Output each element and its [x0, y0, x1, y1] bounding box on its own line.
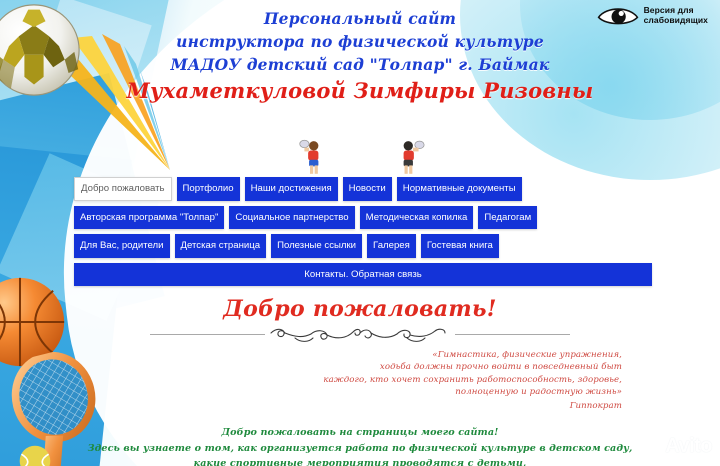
nav-row-2: Авторская программа "Толпар" Социальное …: [74, 205, 652, 230]
quote-line-3: каждого, кто хочет сохранить работоспосо…: [323, 374, 622, 385]
header-instructor-name: Мухаметкуловой Зимфиры Ризовны: [126, 78, 594, 103]
avito-watermark-text: Avito: [665, 435, 712, 457]
player-figure-right-icon: [403, 140, 425, 174]
nav-item-for-parents[interactable]: Для Вас, родители: [74, 234, 170, 258]
greeting-line-2: Здесь вы узнаете о том, как организуется…: [87, 442, 633, 454]
nav-item-childrens-page[interactable]: Детская страница: [174, 234, 267, 258]
main-content: Добро пожаловать! «Ги: [0, 296, 720, 466]
nav-item-useful-links[interactable]: Полезные ссылки: [271, 234, 363, 258]
quote-author: Гиппократ: [569, 400, 622, 411]
quote-line-1: «Гимнастика, физические упражнения,: [432, 350, 622, 360]
greeting-line-3: какие спортивные мероприятия проводятся …: [193, 458, 527, 466]
greeting-text: Добро пожаловать на страницы моего сайта…: [0, 425, 720, 466]
welcome-heading: Добро пожаловать!: [223, 296, 497, 322]
eye-icon: [597, 8, 638, 25]
main-navigation: Добро пожаловать Портфолио Наши достижен…: [74, 177, 652, 291]
avito-logo-icon: [642, 437, 660, 456]
player-figure-left-icon: [299, 139, 319, 174]
nav-item-guestbook[interactable]: Гостевая книга: [420, 234, 499, 258]
nav-item-portfolio[interactable]: Портфолио: [176, 177, 240, 201]
ornament-rule-left: [150, 333, 265, 335]
nav-row-3: Для Вас, родители Детская страница Полез…: [74, 234, 652, 258]
header-line-2: инструктора по физической культуре: [176, 32, 544, 51]
flourish-icon: [270, 328, 446, 342]
site-header: Персональный сайт инструктора по физичес…: [0, 8, 720, 105]
nav-row-4: Контакты. Обратная связь: [74, 262, 652, 287]
nav-item-contacts-feedback[interactable]: Контакты. Обратная связь: [74, 262, 652, 287]
nav-item-author-program[interactable]: Авторская программа "Толпар": [74, 205, 225, 230]
tennis-ball-icon: [19, 445, 51, 466]
accessibility-version-link[interactable]: Версия для слабовидящих: [597, 5, 708, 27]
nav-row-1: Добро пожаловать Портфолио Наши достижен…: [74, 177, 652, 201]
nav-item-achievements[interactable]: Наши достижения: [244, 177, 338, 201]
ornament-rule-right: [455, 333, 570, 335]
nav-item-methodical-collection[interactable]: Методическая копилка: [359, 205, 474, 230]
nav-item-welcome[interactable]: Добро пожаловать: [74, 177, 172, 201]
greeting-line-1: Добро пожаловать на страницы моего сайта…: [221, 427, 499, 439]
hippocrates-quote: «Гимнастика, физические упражнения, ходь…: [40, 349, 680, 412]
ornament-divider: [0, 324, 720, 344]
header-line-3: МАДОУ детский сад "Толпар" г. Баймак: [170, 55, 550, 74]
avito-watermark: Avito: [640, 435, 712, 458]
quote-line-2: ходьба должны прочно войти в повседневны…: [379, 362, 622, 373]
accessibility-label: Версия для слабовидящих: [643, 5, 708, 25]
nav-item-for-teachers[interactable]: Педагогам: [478, 205, 538, 230]
nav-item-news[interactable]: Новости: [342, 177, 392, 201]
basketball-icon: [0, 277, 65, 367]
nav-item-social-partnership[interactable]: Социальное партнерство: [229, 205, 355, 230]
soccer-ball-icon: [0, 4, 80, 96]
tennis-racket-icon: [11, 351, 96, 466]
nav-item-gallery[interactable]: Галерея: [367, 234, 416, 258]
nav-item-regulatory-documents[interactable]: Нормативные документы: [396, 177, 522, 201]
header-line-1: Персональный сайт: [263, 9, 457, 28]
quote-line-4: полноценную и радостную жизнь»: [455, 387, 622, 398]
